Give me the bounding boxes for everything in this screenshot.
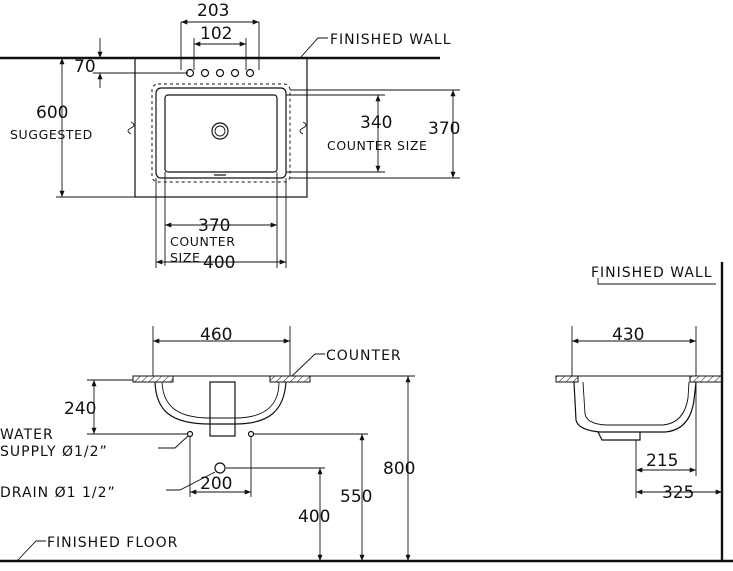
side-counter-right [689,375,723,383]
side-basin-outer [573,381,697,433]
side-wall-leader [597,278,716,285]
front-dim-550: 550 [340,487,372,507]
plan-drain-outer [211,122,229,140]
plan-dim-203: 203 [197,1,229,21]
front-elevation: 460 COUNTER 240 WATER SUPPLY Ø1/2” DRAIN… [0,325,733,563]
front-counter-label: COUNTER [326,348,402,364]
plan-counter-label: COUNTER [170,234,236,249]
plan-tap-holes [185,68,255,78]
plan-dim-370-right: 370 [428,119,460,139]
side-dim-215: 215 [646,451,678,471]
front-supply-right [247,430,255,438]
side-elevation: FINISHED WALL 430 215 325 [555,262,724,561]
plan-basin-inner [164,94,278,173]
plan-finished-wall-label: FINISHED WALL [330,32,452,48]
front-counter-left [132,375,174,383]
front-drain-label: DRAIN Ø1 1/2” [0,485,116,501]
front-drain-outlet [214,462,226,474]
front-dim-200: 200 [200,474,232,494]
floor-leader [16,540,46,562]
front-supply-left [186,430,194,438]
floor-label: FINISHED FLOOR [47,535,178,551]
front-dim-400: 400 [298,507,330,527]
front-counter-right [269,375,311,383]
side-basin-inner [582,381,690,426]
side-finished-wall-label: FINISHED WALL [591,265,713,281]
plan-dim-340: 340 [360,113,392,133]
plan-size-label: SIZE [170,250,200,265]
side-counter-left [555,375,579,383]
front-supply-leader [158,435,189,449]
side-dim-430: 430 [612,325,644,345]
plan-break-left [127,121,135,135]
front-basin-inner [161,381,280,419]
plan-drain-inner [214,125,226,137]
plan-dim-600: 600 [36,103,68,123]
front-water-label: WATER [0,427,54,443]
plan-dim-70: 70 [74,57,96,77]
plan-break-right [299,121,307,135]
plan-suggested-label: SUGGESTED [10,127,93,142]
plan-basin-outer [155,87,287,179]
front-basin-outer [154,381,287,425]
plan-rim-dashed [151,83,291,183]
plan-wall-leader [299,37,328,59]
plan-dim-102: 102 [200,24,232,44]
front-dim-460: 460 [200,325,232,345]
front-dim-800: 800 [383,459,415,479]
front-drain-trap [209,381,236,437]
front-drain-leader [166,471,216,491]
front-dim-240: 240 [64,399,96,419]
plan-dim-400: 400 [203,253,235,273]
plan-view: 203 102 70 600 SUGGESTED FINISHED WALL 3… [0,1,460,273]
front-counter-leader [291,353,325,377]
plan-counter-outline [134,57,308,198]
front-supply-label: SUPPLY Ø1/2” [0,444,108,460]
side-drain-neck [597,431,641,441]
plan-dim-370-bottom: 370 [198,216,230,236]
plan-counter-size-right-label: COUNTER SIZE [327,138,428,153]
side-dim-325: 325 [662,483,694,503]
